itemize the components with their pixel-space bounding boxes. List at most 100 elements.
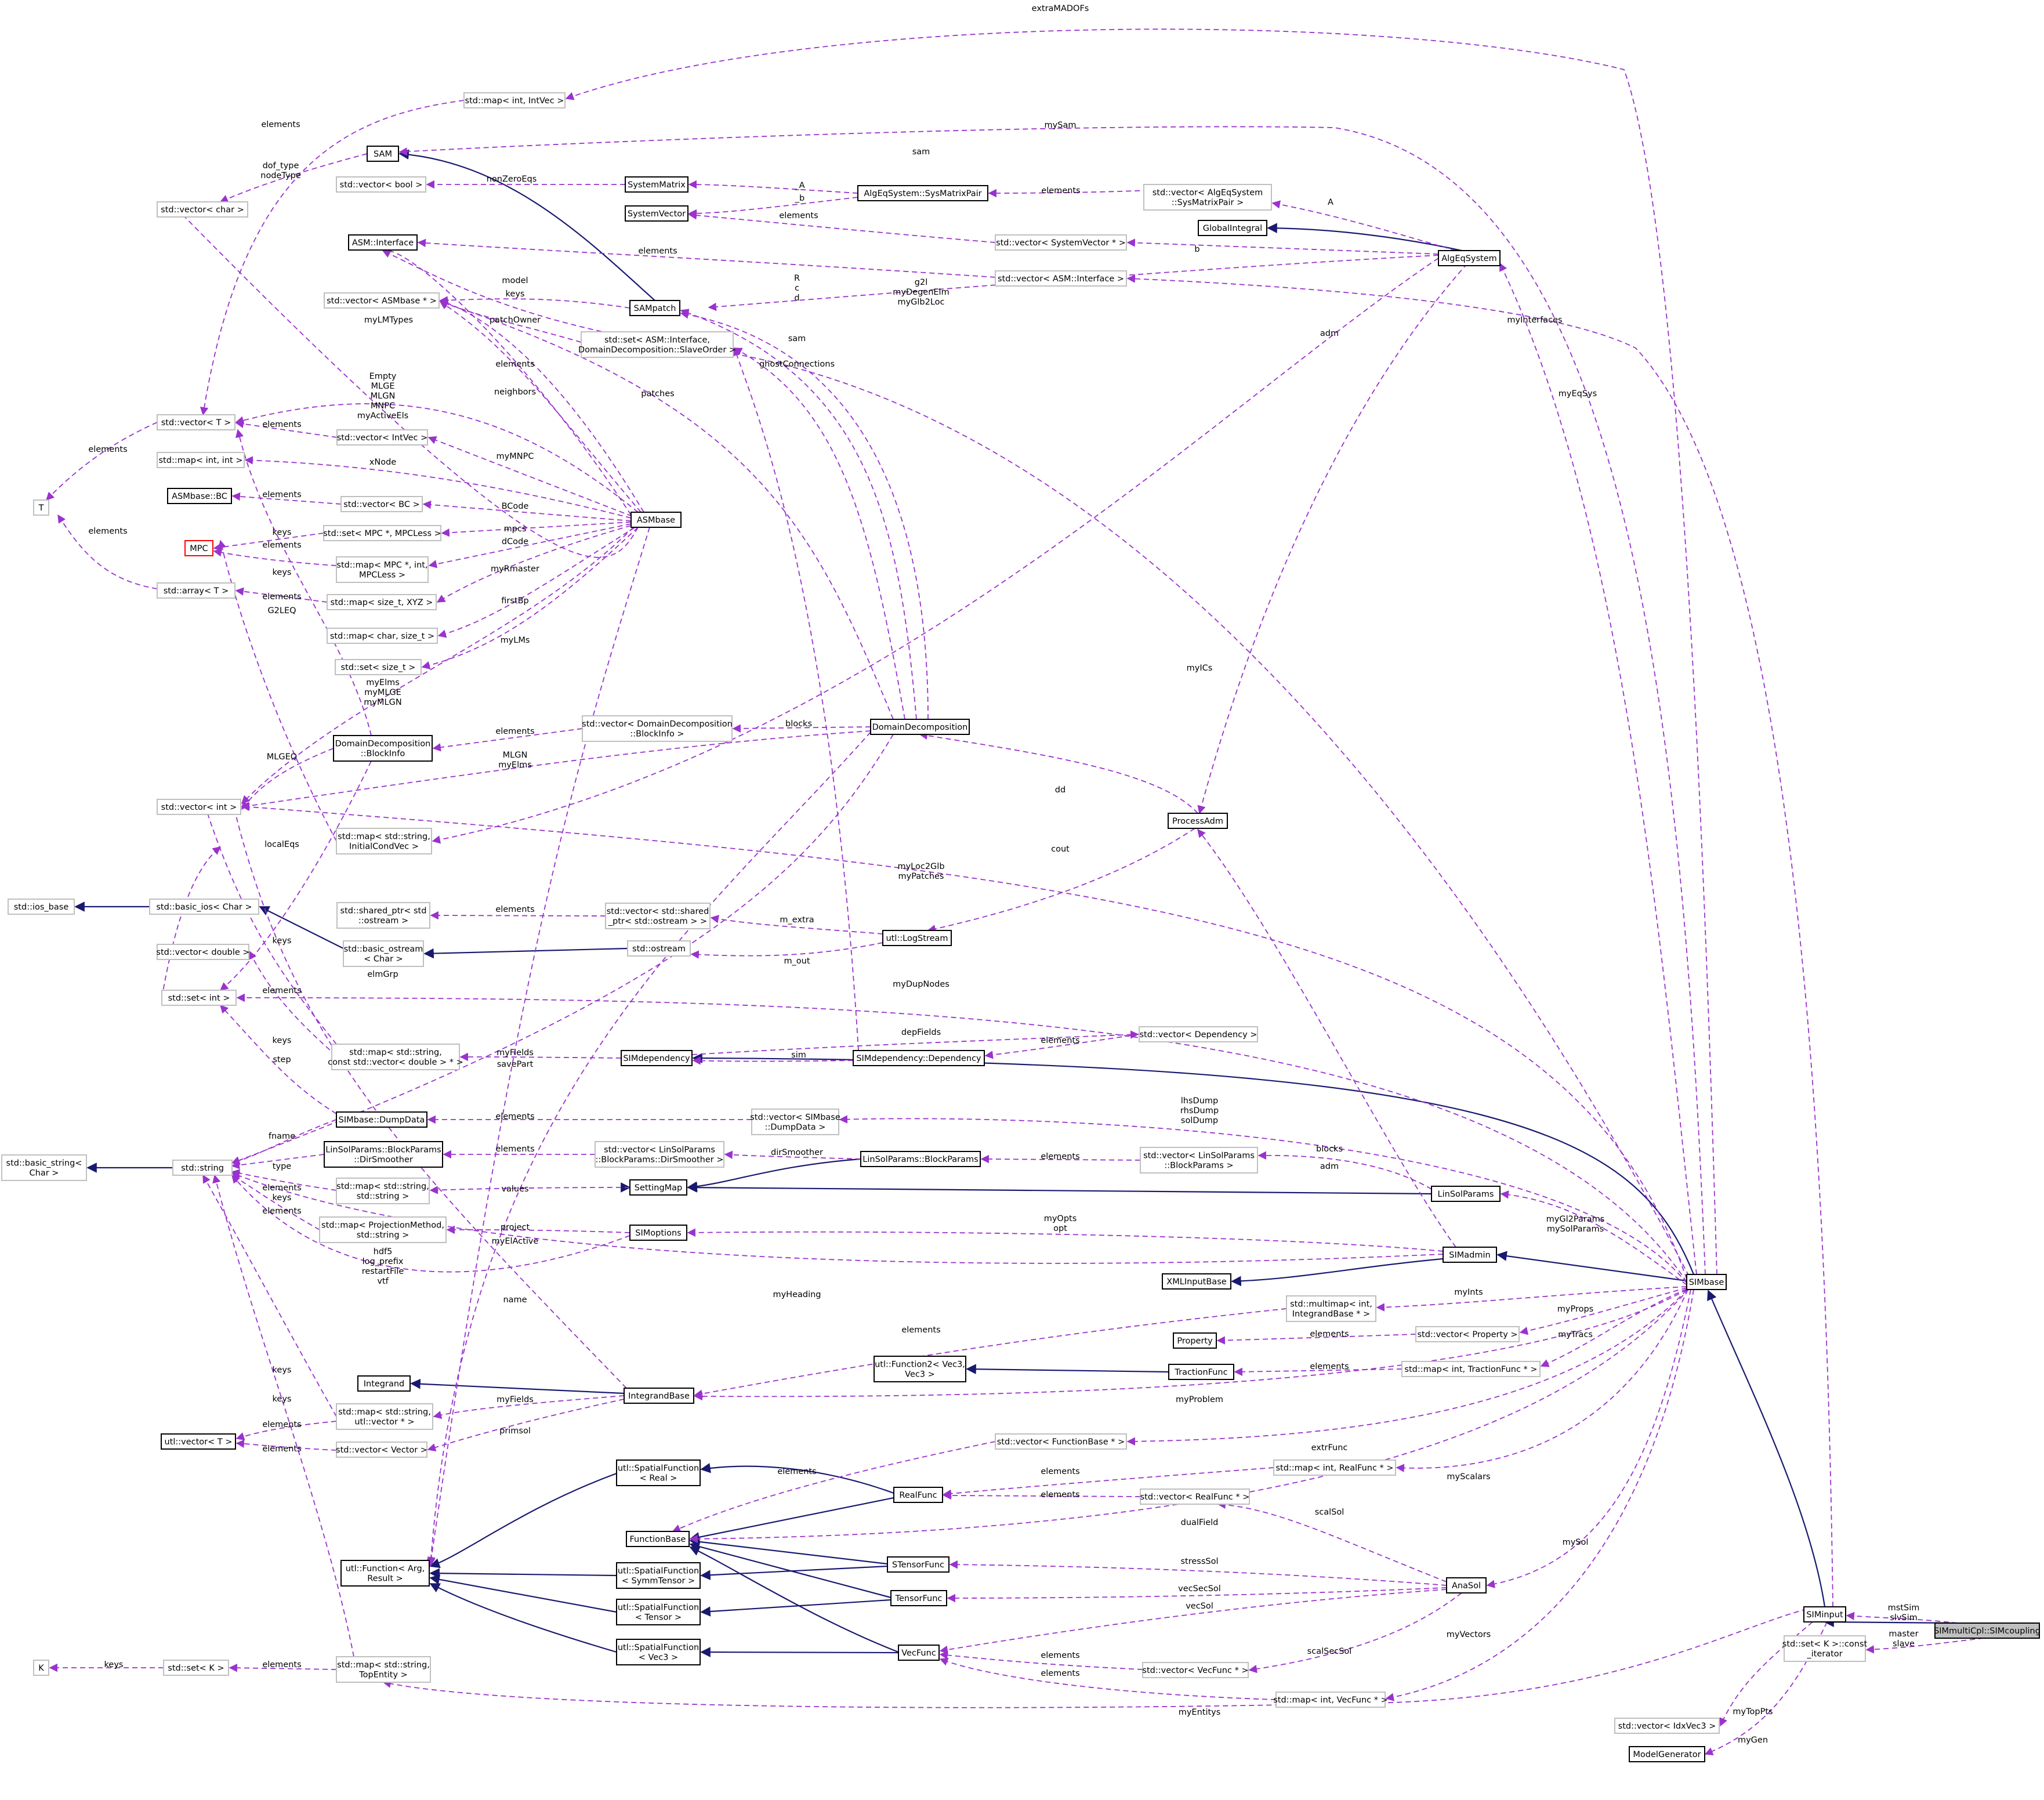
class-node-basicios[interactable]: std::basic_ios< Char > [149,899,259,915]
class-node-arrayt[interactable]: std::array< T > [157,582,235,599]
class-node-systemmatrix[interactable]: SystemMatrix [625,176,688,193]
class-node-ddblockinfo[interactable]: DomainDecomposition::BlockInfo [333,735,433,762]
class-node-basicstring[interactable]: std::basic_string<Char > [1,1154,87,1181]
class-node-setk[interactable]: std::set< K > [163,1660,229,1676]
class-node-vecdependency[interactable]: std::vector< Dependency > [1139,1026,1258,1042]
class-node-modelgenerator[interactable]: ModelGenerator [1629,1746,1705,1762]
class-node-t[interactable]: T [33,499,49,516]
class-node-k[interactable]: K [33,1660,49,1676]
class-node-sam[interactable]: SAM [367,146,399,162]
class-node-iosbase[interactable]: std::ios_base [8,899,75,915]
class-node-multimapint[interactable]: std::multimap< int,IntegrandBase * > [1286,1295,1376,1322]
class-node-vecchar[interactable]: std::vector< char > [157,201,248,218]
class-node-dirsmoother[interactable]: LinSolParams::BlockParams::DirSmoother [324,1141,443,1168]
class-node-vecsystemvectorptr[interactable]: std::vector< SystemVector * > [995,234,1127,251]
class-node-vecfunc[interactable]: VecFunc [898,1645,940,1661]
class-node-simdepdependency[interactable]: SIMdependency::Dependency [853,1050,985,1066]
class-node-logstream[interactable]: utl::LogStream [882,930,952,946]
class-node-vecintvec[interactable]: std::vector< IntVec > [336,429,428,446]
class-node-asmbase[interactable]: ASMbase [630,512,682,528]
class-node-vecidxvec3[interactable]: std::vector< IdxVec3 > [1614,1718,1720,1734]
class-node-dumpdata[interactable]: SIMbase::DumpData [336,1111,427,1128]
class-node-vecproperty[interactable]: std::vector< Property > [1415,1326,1520,1342]
class-node-mapstrvecdouble[interactable]: std::map< std::string,const std::vector<… [328,1044,463,1070]
class-node-xmlinputbase[interactable]: XMLInputBase [1162,1273,1231,1290]
class-node-integrand[interactable]: Integrand [357,1375,411,1392]
class-node-utlvect[interactable]: utl::vector< T > [161,1433,236,1450]
class-node-sysmatrixpair[interactable]: AlgEqSystem::SysMatrixPair [857,185,988,201]
class-node-setmpc[interactable]: std::set< MPC *, MPCLess > [323,525,441,541]
class-node-systemvector[interactable]: SystemVector [625,205,688,222]
class-node-anasol[interactable]: AnaSol [1446,1577,1487,1593]
class-node-sharedptrostream[interactable]: std::shared_ptr< std::ostream > [336,902,430,929]
class-node-mapinttraction[interactable]: std::map< int, TractionFunc * > [1401,1361,1541,1377]
class-node-setint[interactable]: std::set< int > [161,990,237,1006]
class-node-mapcharsize[interactable]: std::map< char, size_t > [327,628,438,644]
class-node-mapstrstr[interactable]: std::map< std::string,std::string > [336,1178,430,1204]
class-node-vecfunctionbase[interactable]: std::vector< FunctionBase * > [995,1433,1127,1450]
class-node-mapstricv[interactable]: std::map< std::string,InitialCondVec > [336,828,432,854]
class-node-mapintvecfunc[interactable]: std::map< int, VecFunc * > [1273,1692,1388,1708]
class-node-blockparams[interactable]: LinSolParams::BlockParams [860,1151,981,1167]
class-node-vecsharedptrostream[interactable]: std::vector< std::shared_ptr< std::ostre… [605,903,711,929]
class-node-tractionfunc[interactable]: TractionFunc [1168,1364,1234,1380]
class-node-vecasminterface[interactable]: std::vector< ASM::Interface > [995,270,1127,287]
class-node-sampatch[interactable]: SAMpatch [629,300,680,316]
class-node-tensorfunc[interactable]: TensorFunc [890,1590,947,1606]
class-node-vect[interactable]: std::vector< T > [157,414,235,430]
class-node-algeqsystem[interactable]: AlgEqSystem [1438,250,1501,266]
class-node-mapintint[interactable]: std::map< int, int > [157,452,245,468]
class-node-setkiter[interactable]: std::set< K >::const_iterator [1782,1635,1868,1662]
class-node-processadm[interactable]: ProcessAdm [1168,813,1228,829]
class-node-vecasmbaseptr[interactable]: std::vector< ASMbase * > [324,292,440,309]
class-node-realfunc[interactable]: RealFunc [893,1487,943,1503]
class-node-vecdirsmoother[interactable]: std::vector< LinSolParams::BlockParams::… [595,1141,724,1168]
class-node-simbase[interactable]: SIMbase [1686,1274,1727,1290]
class-node-vecbc[interactable]: std::vector< BC > [340,496,423,512]
class-node-stensorfunc[interactable]: STensorFunc [887,1556,949,1573]
class-node-vecsysmatrixpair[interactable]: std::vector< AlgEqSystem::SysMatrixPair … [1143,184,1272,211]
class-node-setasminterface[interactable]: std::set< ASM::Interface,DomainDecomposi… [578,331,736,358]
class-node-vecrealfunc[interactable]: std::vector< RealFunc * > [1140,1488,1250,1505]
class-node-functionbase[interactable]: FunctionBase [626,1531,690,1547]
class-node-spatialtensor[interactable]: utl::SpatialFunction< Tensor > [616,1599,701,1625]
class-node-stdstring[interactable]: std::string [172,1160,233,1176]
class-node-vecdumpdata[interactable]: std::vector< SIMbase::DumpData > [750,1109,840,1135]
class-node-asminterface[interactable]: ASM::Interface [348,234,418,251]
class-node-vecblockparams[interactable]: std::vector< LinSolParams::BlockParams > [1140,1147,1258,1174]
class-node-utlfunction[interactable]: utl::Function< Arg,Result > [340,1560,430,1587]
class-node-siminput[interactable]: SIMinput [1803,1606,1846,1622]
class-node-mapsizexyz[interactable]: std::map< size_t, XYZ > [327,594,437,610]
class-node-spatialvec3[interactable]: utl::SpatialFunction< Vec3 > [616,1639,701,1665]
class-node-mapstrtop[interactable]: std::map< std::string,TopEntity > [336,1656,431,1683]
class-node-domaindecomposition[interactable]: DomainDecomposition [870,719,970,735]
class-node-linsolparams[interactable]: LinSolParams [1431,1186,1501,1202]
class-node-ostream[interactable]: std::ostream [627,940,691,957]
class-node-simdependency[interactable]: SIMdependency [621,1050,693,1066]
class-node-settingmap[interactable]: SettingMap [629,1179,687,1196]
class-node-mapstrutlvec[interactable]: std::map< std::string,utl::vector * > [336,1403,433,1430]
class-node-vecdouble[interactable]: std::vector< double > [156,944,250,960]
class-node-globalintegral[interactable]: GlobalIntegral [1198,220,1267,236]
class-node-mapprojstr[interactable]: std::map< ProjectionMethod,std::string > [319,1216,447,1243]
class-node-basicostream[interactable]: std::basic_ostream< Char > [343,940,424,967]
class-node-asmbasebc[interactable]: ASMbase::BC [167,488,232,504]
class-node-integrandbase[interactable]: IntegrandBase [624,1388,694,1404]
class-node-function2[interactable]: utl::Function2< Vec3,Vec3 > [874,1356,966,1382]
class-node-spatialreal[interactable]: utl::SpatialFunction< Real > [616,1459,701,1486]
class-node-mapmpc[interactable]: std::map< MPC *, int,MPCLess > [336,556,429,583]
class-node-mapintintvec[interactable]: std::map< int, IntVec > [463,92,566,108]
class-node-vecbool[interactable]: std::vector< bool > [336,176,426,193]
class-node-mapintrealfunc[interactable]: std::map< int, RealFunc * > [1273,1459,1396,1476]
class-node-setsize[interactable]: std::set< size_t > [335,659,422,675]
class-node-vecvector[interactable]: std::vector< Vector > [336,1442,427,1458]
class-node-vecddblockinfo[interactable]: std::vector< DomainDecomposition::BlockI… [582,715,733,742]
class-node-spatialsymm[interactable]: utl::SpatialFunction< SymmTensor > [616,1562,701,1589]
class-node-vecint[interactable]: std::vector< int > [157,799,241,815]
class-node-mpc[interactable]: MPC [184,540,213,556]
class-node-vecvecfunc[interactable]: std::vector< VecFunc * > [1142,1662,1249,1678]
class-node-simadmin[interactable]: SIMadmin [1443,1247,1497,1263]
class-node-simoptions[interactable]: SIMoptions [629,1225,687,1241]
class-node-simmulticpl[interactable]: SIMmultiCpl::SIMcoupling [1934,1622,2041,1639]
class-node-property[interactable]: Property [1173,1332,1217,1349]
